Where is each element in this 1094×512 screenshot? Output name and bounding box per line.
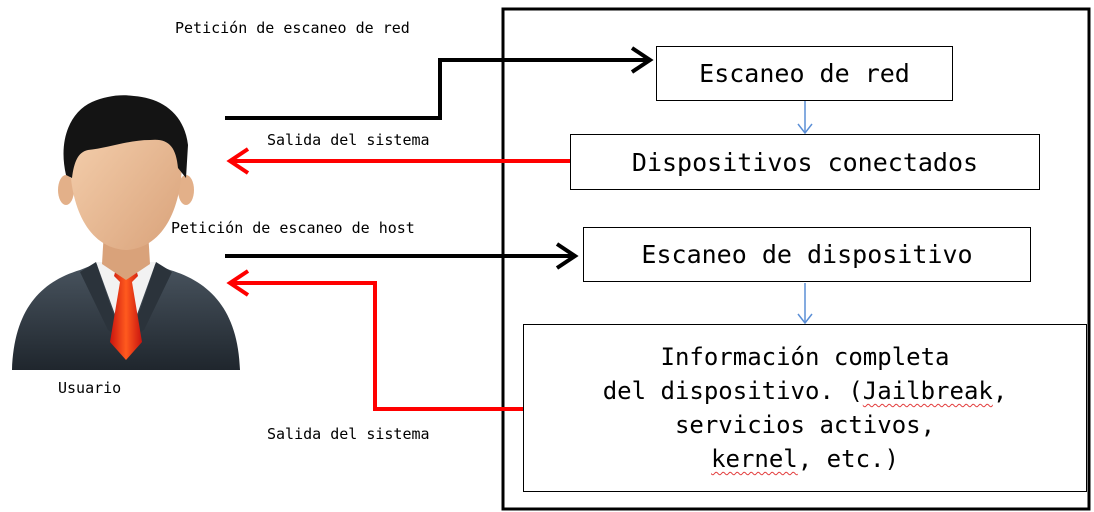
flow-arrow-2 <box>797 283 813 325</box>
device-info-line-4: kernel, etc.) <box>711 442 899 476</box>
kernel-word: kernel <box>711 445 798 473</box>
net-request-arrow <box>225 46 654 120</box>
device-info-line-2c: , <box>992 377 1008 405</box>
connected-devices-box: Dispositivos conectados <box>570 134 1040 190</box>
connected-devices-text: Dispositivos conectados <box>631 147 979 177</box>
net-scan-text: Escaneo de red <box>699 59 910 88</box>
sys-output-label-1: Salida del sistema <box>267 131 430 149</box>
device-info-line-1: Información completa <box>660 343 950 371</box>
sys-output-label-2: Salida del sistema <box>267 425 430 443</box>
device-info-line-2: del dispositivo. (Jailbreak, <box>603 374 1008 408</box>
sys-output-arrow-1 <box>226 147 570 175</box>
device-info-line-3: servicios activos, <box>674 411 936 439</box>
flow-arrow-1 <box>797 101 813 135</box>
sys-output-arrow-2 <box>226 269 523 411</box>
net-request-label: Petición de escaneo de red <box>175 19 410 37</box>
host-request-label: Petición de escaneo de host <box>171 219 415 237</box>
net-scan-box: Escaneo de red <box>656 46 953 101</box>
device-info-line-4b: , etc.) <box>797 445 899 473</box>
device-scan-text: Escaneo de dispositivo <box>641 240 973 269</box>
jailbreak-word: Jailbreak <box>862 377 993 405</box>
host-request-arrow <box>225 242 579 270</box>
user-label: Usuario <box>58 379 122 397</box>
device-info-box: Información completa del dispositivo. (J… <box>523 324 1087 492</box>
device-info-line-2a: del dispositivo. ( <box>602 377 863 405</box>
system-boundary <box>501 7 1091 511</box>
businessman-avatar-icon <box>12 95 240 370</box>
device-scan-box: Escaneo de dispositivo <box>583 227 1031 282</box>
